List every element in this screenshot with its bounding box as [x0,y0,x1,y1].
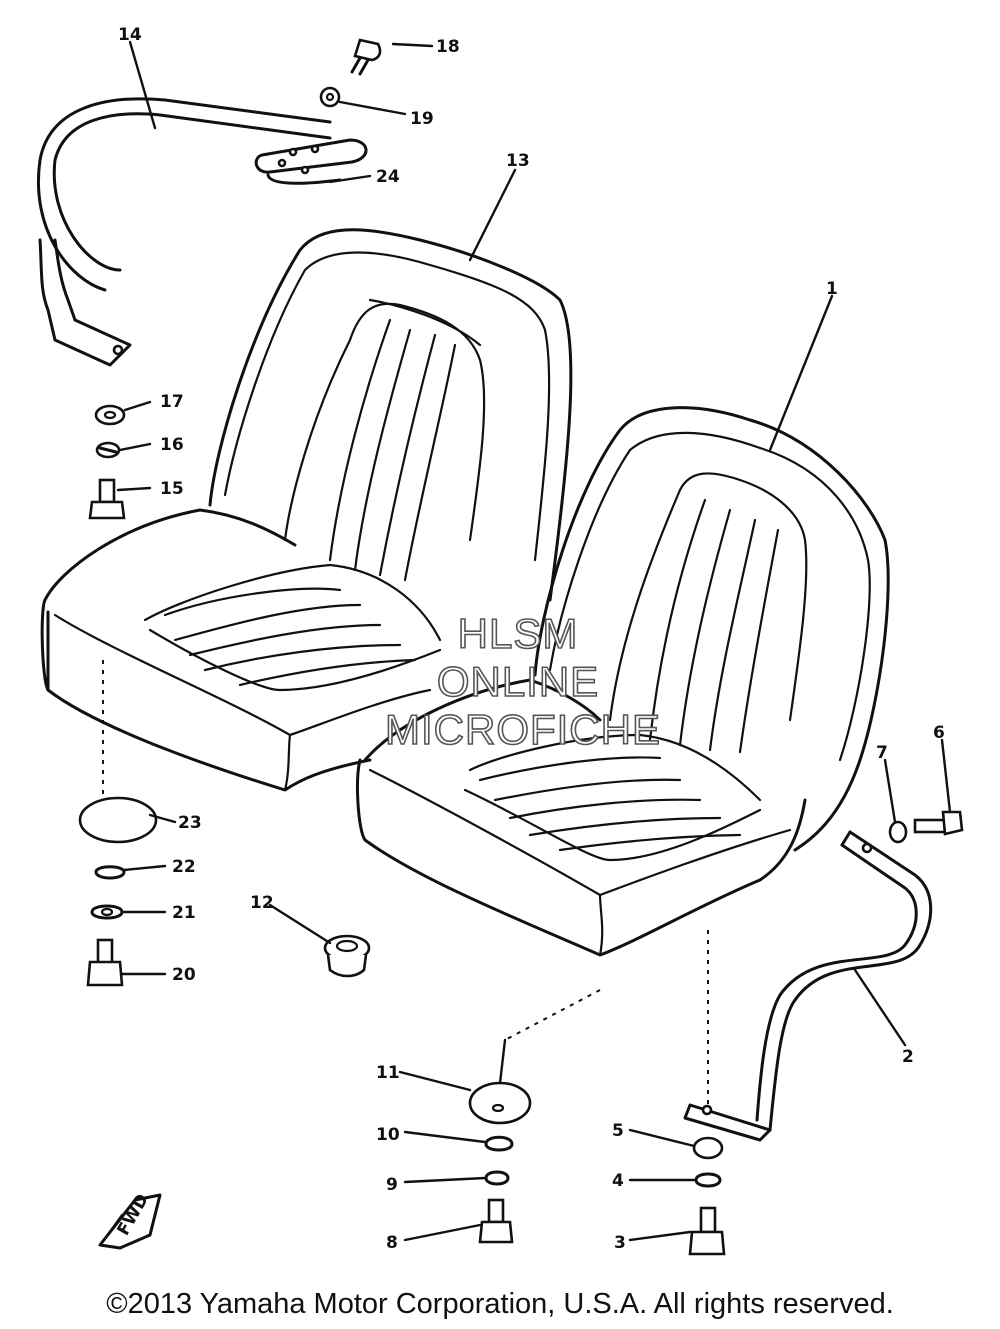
right-mount-hardware [688,1136,726,1256]
callout-19: 19 [410,109,434,129]
callout-6: 6 [933,723,945,743]
callout-9: 9 [386,1175,398,1195]
grommet-12 [323,934,371,978]
callout-5: 5 [612,1121,624,1141]
callout-4: 4 [612,1171,624,1191]
left-seat-mount-hardware [78,796,158,987]
callout-14: 14 [118,25,142,45]
left-seat [40,228,573,792]
callout-12: 12 [250,893,274,913]
callout-13: 13 [506,151,530,171]
callout-18: 18 [436,37,460,57]
watermark: HLSM ONLINE MICROFICHE [384,609,661,754]
bracket-24 [254,138,368,185]
callout-8: 8 [386,1233,398,1253]
right-bar-hardware-top [888,810,964,844]
callout-23: 23 [178,813,202,833]
grab-bar-right [683,830,933,1142]
callout-11: 11 [376,1063,400,1083]
callout-16: 16 [160,435,184,455]
center-mount-hardware [468,1081,532,1244]
callout-2: 2 [902,1047,914,1067]
bolt-18 [350,38,382,76]
copyright-notice: ©2013 Yamaha Motor Corporation, U.S.A. A… [106,1288,894,1320]
callout-17: 17 [160,392,184,412]
callout-15: 15 [160,479,184,499]
washer-19 [319,86,341,108]
callout-21: 21 [172,903,196,923]
callout-3: 3 [614,1233,626,1253]
callout-24: 24 [376,167,400,187]
front-direction-mark: FWD [98,1191,162,1250]
callout-1: 1 [826,279,838,299]
callout-7: 7 [876,743,888,763]
right-seat [356,406,890,957]
callout-10: 10 [376,1125,400,1145]
callout-20: 20 [172,965,196,985]
left-bar-hardware [88,404,126,520]
watermark-line-3: MICROFICHE [385,706,661,753]
front-mark-text: FWD [113,1191,153,1240]
watermark-line-2: ONLINE [437,658,599,705]
watermark-line-1: HLSM [458,610,579,657]
grab-bar-left [37,97,332,367]
callout-22: 22 [172,857,196,877]
